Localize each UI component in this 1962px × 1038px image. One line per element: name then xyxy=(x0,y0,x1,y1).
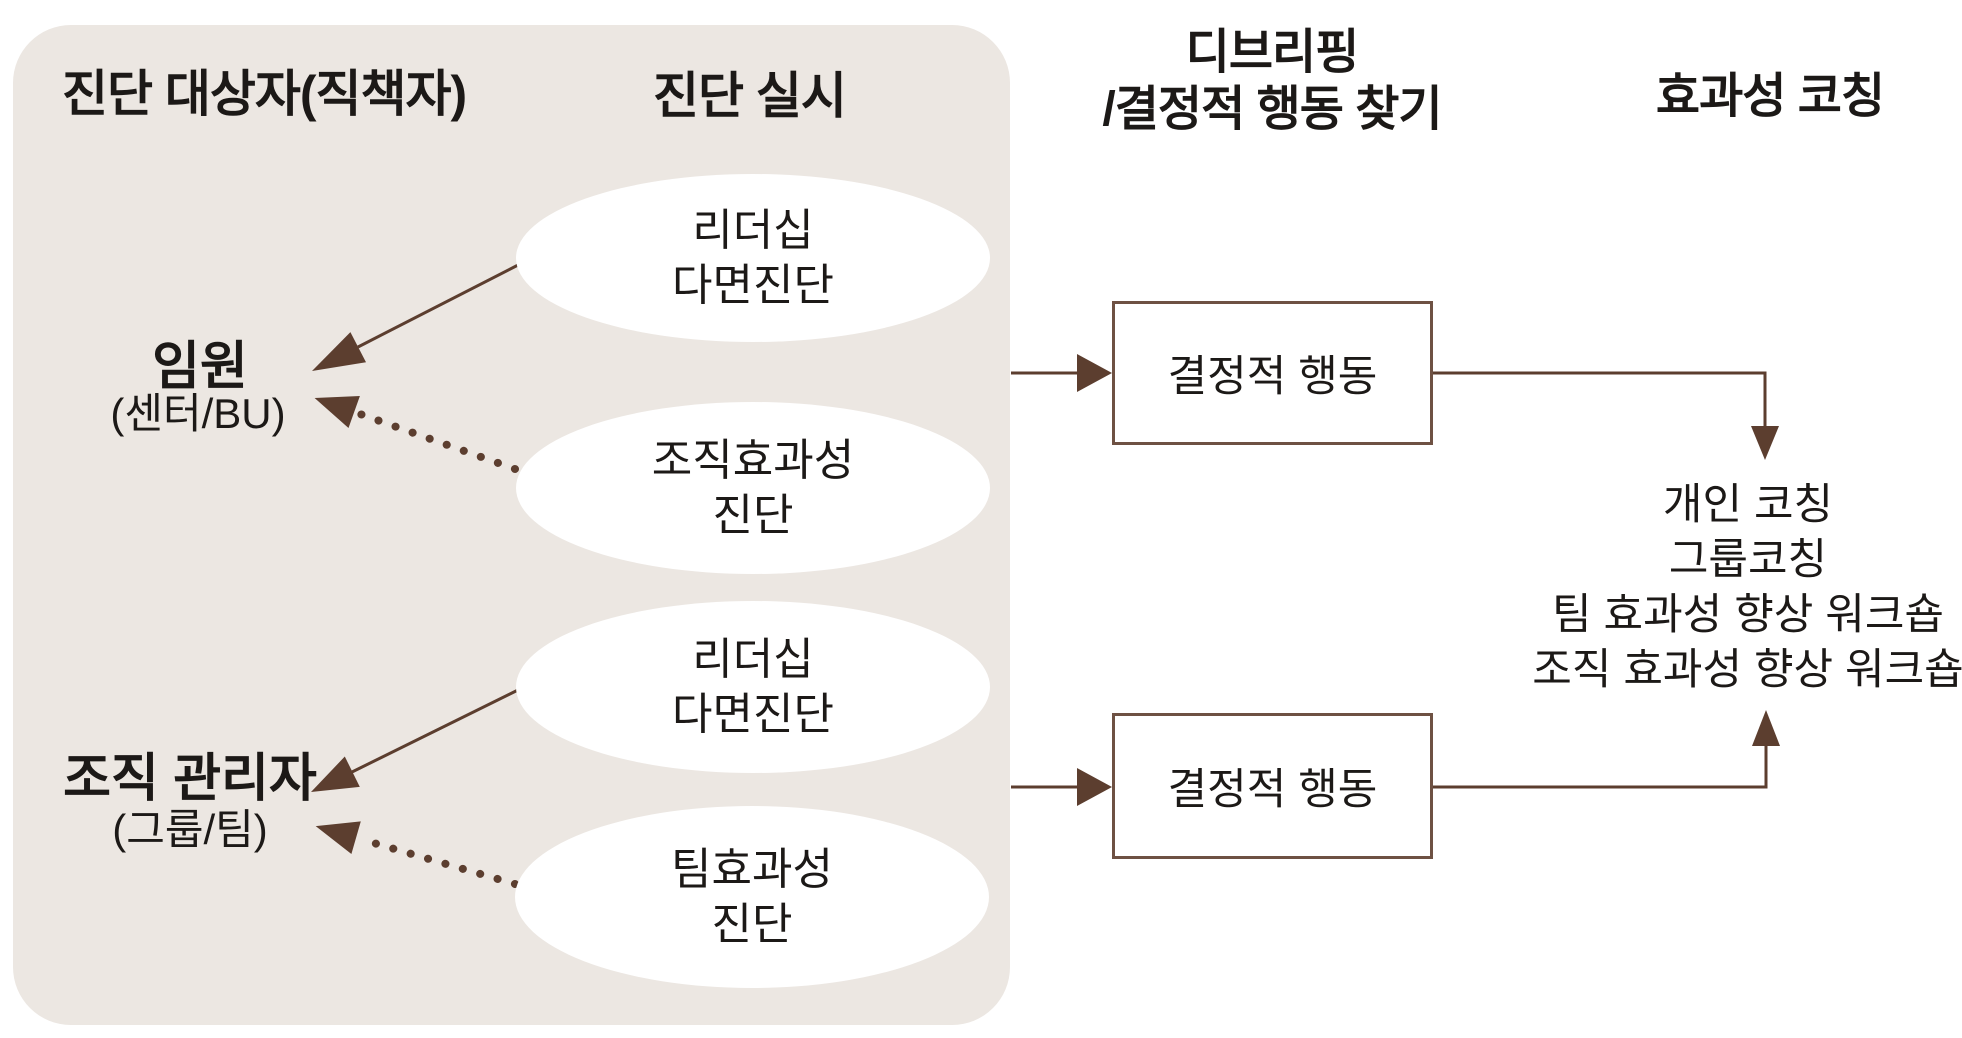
critical-behavior-label: 결정적 행동 xyxy=(1167,353,1378,401)
ellipse-label: 리더십 xyxy=(692,635,814,684)
ellipse-label: 진단 xyxy=(711,900,793,949)
coaching-item-team-workshop: 팀 효과성 향상 워크숍 xyxy=(1552,591,1944,639)
arrow-leadership-to-executive-solid xyxy=(312,262,521,371)
header-debriefing: 디브리핑 /결정적 행동 찾기 xyxy=(1102,24,1442,138)
ellipse-team-effectiveness: 팀효과성 진단 xyxy=(515,806,989,988)
ellipse-leadership-360-bottom: 리더십 다면진단 xyxy=(516,601,990,773)
coaching-item-group: 그룹코칭 xyxy=(1668,536,1828,584)
ellipse-label: 다면진단 xyxy=(672,690,834,739)
critical-behavior-box-1: 결정적 행동 xyxy=(1112,301,1433,445)
arrow-teameffect-to-manager-dotted xyxy=(315,821,519,888)
ellipse-label: 팀효과성 xyxy=(671,845,833,894)
coaching-item-individual: 개인 코칭 xyxy=(1662,481,1834,529)
target-executive-sub: (센터/BU) xyxy=(110,390,286,437)
target-executive-label: 임원 xyxy=(152,338,248,396)
arrow-panel-to-box1 xyxy=(1011,354,1112,392)
arrow-leadership-to-manager-solid xyxy=(311,688,519,792)
target-manager-label: 조직 관리자 xyxy=(63,750,317,808)
ellipse-leadership-360-top: 리더십 다면진단 xyxy=(516,174,990,342)
ellipse-org-effectiveness: 조직효과성 진단 xyxy=(516,402,990,574)
connector-box1-to-coaching-down-arrow xyxy=(1427,371,1779,460)
arrow-orgeffect-to-executive-dotted xyxy=(314,396,519,473)
coaching-item-org-workshop: 조직 효과성 향상 워크숍 xyxy=(1532,646,1962,694)
critical-behavior-box-2: 결정적 행동 xyxy=(1112,713,1433,859)
ellipse-label: 조직효과성 xyxy=(651,436,855,485)
target-manager-sub: (그룹/팀) xyxy=(112,806,268,853)
ellipse-label: 진단 xyxy=(712,491,794,540)
critical-behavior-label: 결정적 행동 xyxy=(1167,766,1378,814)
header-debriefing-line2: /결정적 행동 찾기 xyxy=(1102,83,1442,136)
header-diagnosis-target: 진단 대상자(직책자) xyxy=(62,66,467,122)
arrow-panel-to-box2 xyxy=(1011,768,1112,806)
connector-box2-to-coaching-up-arrow xyxy=(1427,710,1780,789)
ellipse-label: 다면진단 xyxy=(672,261,834,310)
header-diagnosis-run: 진단 실시 xyxy=(653,68,847,124)
header-debriefing-line1: 디브리핑 xyxy=(1185,26,1360,79)
ellipse-label: 리더십 xyxy=(692,206,814,255)
coaching-outcomes: 개인 코칭 그룹코칭 팀 효과성 향상 워크숍 조직 효과성 향상 워크숍 xyxy=(1532,478,1962,698)
header-effectiveness-coaching: 효과성 코칭 xyxy=(1655,70,1885,123)
